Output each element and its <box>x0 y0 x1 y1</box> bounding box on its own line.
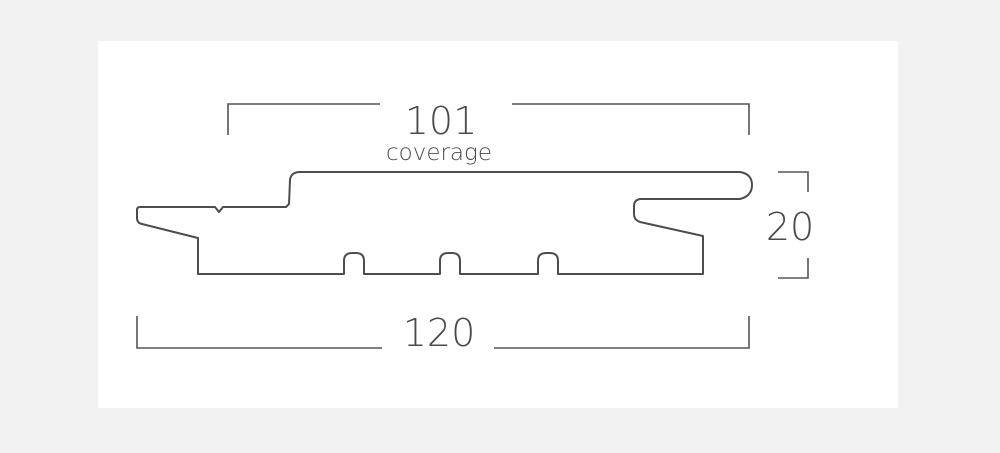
width-bracket-left <box>136 316 382 349</box>
coverage-label: coverage <box>386 140 492 166</box>
width-value: 120 <box>403 311 476 355</box>
thickness-value: 20 <box>766 205 814 249</box>
board-profile <box>136 171 753 275</box>
coverage-bracket-right <box>512 103 750 135</box>
thickness-dimension: 20 <box>766 171 814 279</box>
thickness-bracket-bottom <box>778 258 809 279</box>
thickness-bracket-top <box>778 171 809 192</box>
width-bracket-right <box>494 316 750 349</box>
coverage-value: 101 <box>405 99 478 143</box>
width-dimension: 120 <box>136 311 750 355</box>
coverage-dimension: 101 coverage <box>227 99 750 166</box>
coverage-bracket-left <box>227 103 380 135</box>
